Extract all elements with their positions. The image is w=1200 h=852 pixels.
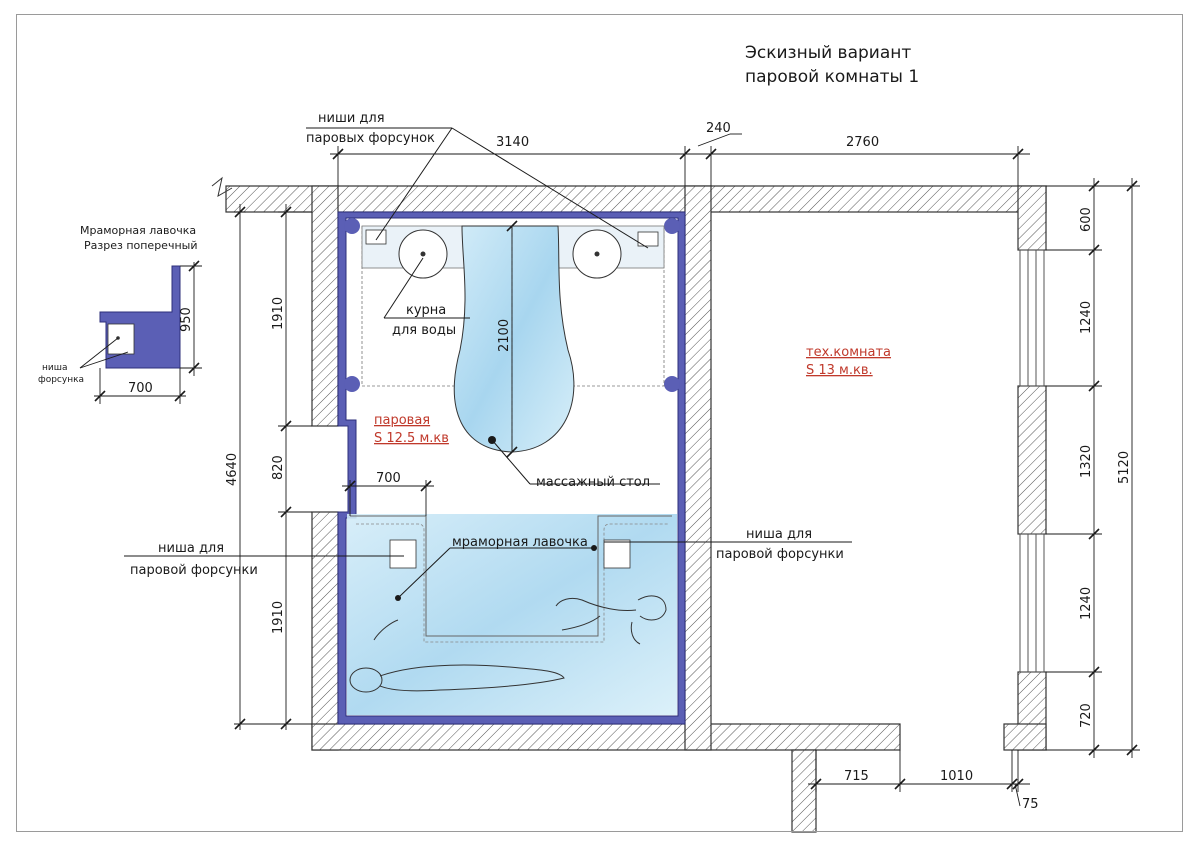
label-kurna-1: курна: [406, 303, 446, 318]
label-tech-room-area: S 13 м.кв.: [806, 363, 873, 378]
niche-top-left: [365, 229, 387, 245]
dim-right-720: 720: [1079, 703, 1094, 728]
wall-left-upper: [311, 185, 339, 427]
dim-bench-width: 700: [376, 471, 401, 486]
leader-lines: [124, 127, 852, 599]
dim-massage-length: 2100: [497, 319, 512, 352]
dim-left-total: 4640: [225, 453, 240, 486]
wall-middle: [684, 185, 712, 751]
dim-bottom-715: 715: [844, 769, 869, 784]
label-niche-right-1: ниша для: [746, 527, 812, 542]
dim-bottom-1010: 1010: [940, 769, 973, 784]
dim-top-wall: 240: [706, 121, 731, 136]
dim-left-lower: 1910: [271, 601, 286, 634]
label-massage-table: массажный стол: [536, 475, 650, 490]
niche-top-right: [637, 231, 659, 247]
dim-bottom-75: 75: [1022, 797, 1039, 812]
bench-section-inset: Мраморная лавочка Разрез поперечный: [38, 224, 202, 404]
dim-right-total: 5120: [1117, 451, 1132, 484]
dim-right-1240a: 1240: [1079, 301, 1094, 334]
label-kurna-2: для воды: [392, 323, 456, 338]
wall-right-2: [1017, 385, 1047, 535]
wall-bottom: [311, 723, 901, 751]
niche-lower-left: [389, 539, 417, 569]
label-niche-left-1: ниша для: [158, 541, 224, 556]
window-upper: [1019, 249, 1045, 387]
niche-lower-right: [603, 539, 631, 569]
human-figures: [349, 595, 667, 693]
label-niche-left-2: паровой форсунки: [130, 563, 258, 578]
dim-right-1320: 1320: [1079, 445, 1094, 478]
steam-room: [337, 211, 686, 725]
annotations: ниши для паровых форсунок курна для воды…: [130, 111, 891, 578]
label-tech-room: тех.комната: [806, 345, 891, 360]
window-lower: [1019, 533, 1045, 673]
dim-left-upper: 1910: [271, 297, 286, 330]
label-steam-room-area: S 12.5 м.кв: [374, 431, 449, 446]
massage-table: [453, 225, 575, 453]
dim-top-steam: 3140: [496, 135, 529, 150]
label-marble-bench: мраморная лавочка: [452, 535, 588, 550]
inset-dim-height: 950: [179, 307, 194, 332]
label-niches-top-2: паровых форсунок: [306, 131, 435, 146]
drawing-title: Эскизный вариант паровой комнаты 1: [745, 43, 919, 87]
inset-niche: [107, 323, 135, 355]
break-mark: [211, 176, 233, 197]
label-niches-top-1: ниши для: [318, 111, 385, 126]
dim-right-1240b: 1240: [1079, 587, 1094, 620]
walls: [225, 185, 1047, 833]
dim-top-tech: 2760: [846, 135, 879, 150]
dim-right-600: 600: [1079, 207, 1094, 232]
title-line-2: паровой комнаты 1: [745, 67, 919, 87]
wall-left-lower: [311, 511, 339, 751]
title-line-1: Эскизный вариант: [745, 43, 911, 63]
dim-left-door: 820: [271, 455, 286, 480]
inset-niche-label-1: ниша: [42, 363, 67, 373]
dimension-labels: 3140 240 2760 4640 1910 820 1910 2100 70…: [225, 121, 1132, 812]
inset-title-1: Мраморная лавочка: [80, 224, 196, 237]
wall-top: [225, 185, 1047, 213]
wall-right-1: [1017, 185, 1047, 251]
wall-bottom-right: [1003, 723, 1047, 751]
inset-title-2: Разрез поперечный: [84, 239, 197, 252]
inset-niche-label-2: форсунка: [38, 375, 84, 385]
label-steam-room: паровая: [374, 413, 430, 428]
inset-dim-width: 700: [128, 381, 153, 396]
label-niche-right-2: паровой форсунки: [716, 547, 844, 562]
dimension-lines: [234, 133, 1140, 807]
wall-stub-bottom: [791, 749, 817, 833]
windows: [1019, 249, 1045, 673]
